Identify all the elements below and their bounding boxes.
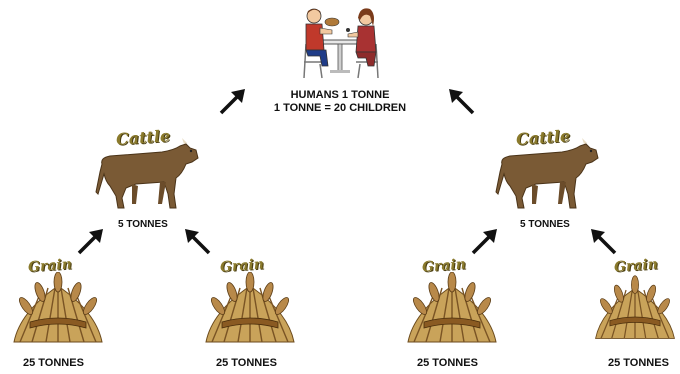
grain-4-amount: 25 TONNES xyxy=(608,357,669,369)
humans-amount: HUMANS 1 TONNE xyxy=(240,89,440,102)
people-eating-icon xyxy=(292,4,388,84)
grain-3-node xyxy=(404,272,500,344)
humans-node xyxy=(292,4,388,84)
cattle-right-amount: 5 TONNES xyxy=(520,219,570,230)
arrow-grain-4-to-cattle-right xyxy=(588,226,618,256)
arrow-grain-1-to-cattle-left xyxy=(76,226,106,256)
grain-3-amount: 25 TONNES xyxy=(417,357,478,369)
cattle-left-node xyxy=(92,138,204,212)
arrow-grain-2-to-cattle-left xyxy=(182,226,212,256)
wheat-sheaf-icon xyxy=(202,272,298,344)
wheat-sheaf-icon xyxy=(592,272,678,344)
wheat-sheaf-icon xyxy=(404,272,500,344)
cow-icon xyxy=(492,138,604,212)
humans-label: HUMANS 1 TONNE 1 TONNE = 20 CHILDREN xyxy=(240,89,440,115)
humans-children-equivalence: 1 TONNE = 20 CHILDREN xyxy=(240,102,440,115)
grain-2-node xyxy=(202,272,298,344)
grain-4-node xyxy=(592,272,678,344)
cow-icon xyxy=(92,138,204,212)
cattle-left-amount: 5 TONNES xyxy=(118,219,168,230)
arrow-grain-3-to-cattle-right xyxy=(470,226,500,256)
cattle-right-node xyxy=(492,138,604,212)
arrow-cattle-right-to-humans xyxy=(446,86,476,116)
wheat-sheaf-icon xyxy=(10,272,106,344)
arrow-cattle-left-to-humans xyxy=(218,86,248,116)
grain-1-amount: 25 TONNES xyxy=(23,357,84,369)
grain-2-amount: 25 TONNES xyxy=(216,357,277,369)
grain-1-node xyxy=(10,272,106,344)
